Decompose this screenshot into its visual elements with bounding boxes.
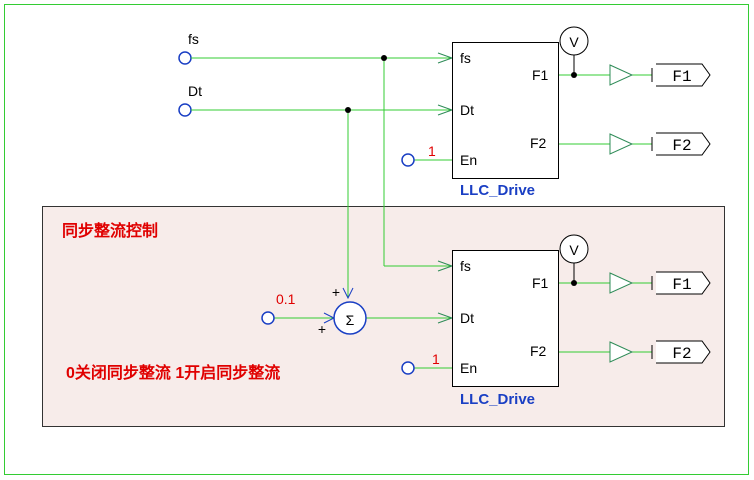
block1-port-f1: F1 [532, 67, 549, 83]
block1-port-fs: fs [460, 50, 471, 66]
block1-voltmeter-label: V [569, 34, 579, 50]
input-dt-label: Dt [188, 83, 202, 99]
block1-tag-f2[interactable]: F2 [651, 132, 711, 156]
block2-port-dt: Dt [460, 310, 474, 326]
const-value: 0.1 [276, 291, 296, 307]
block2-voltmeter-label: V [569, 242, 579, 258]
llc-drive-block-2[interactable]: fs Dt En F1 F2 LLC_Drive [452, 250, 559, 409]
block2-port-f2: F2 [530, 343, 547, 359]
block1-buffer-f1 [609, 64, 634, 86]
block1-tag-f2-label: F2 [672, 137, 691, 155]
region-note: 0关闭同步整流 1开启同步整流 [66, 363, 280, 382]
summing-junction[interactable]: Σ + + [318, 284, 367, 337]
input-dt[interactable]: Dt [178, 83, 202, 117]
block2-en-value: 1 [432, 351, 440, 367]
block1-port-dt: Dt [460, 102, 474, 118]
input-fs-label: fs [188, 31, 199, 47]
block1-port-en: En [460, 152, 477, 168]
region-title: 同步整流控制 [62, 221, 158, 240]
block1-name: LLC_Drive [460, 182, 535, 199]
block2-buffer-f2 [609, 341, 634, 363]
input-fs[interactable]: fs [178, 31, 199, 65]
block2-tag-f1[interactable]: F1 [651, 271, 711, 295]
block1-port-f2: F2 [530, 135, 547, 151]
block2-en-input[interactable]: 1 [401, 351, 440, 375]
block1-tag-f1[interactable]: F1 [651, 63, 711, 87]
const-input[interactable]: 0.1 [261, 291, 296, 325]
block1-tag-f1-label: F1 [672, 68, 691, 86]
block2-tag-f1-label: F1 [672, 276, 691, 294]
llc-drive-block-1[interactable]: fs Dt En F1 F2 LLC_Drive [452, 42, 559, 200]
block2-name: LLC_Drive [460, 391, 535, 408]
schematic-border [4, 4, 749, 475]
block2-port-fs: fs [460, 258, 471, 274]
block1-buffer-f2 [609, 133, 634, 155]
block2-port-f1: F1 [532, 275, 549, 291]
summer-sign-top: + [332, 284, 340, 300]
block2-tag-f2-label: F2 [672, 345, 691, 363]
wires [191, 57, 652, 369]
block2-voltmeter[interactable]: V [559, 234, 589, 283]
block1-en-input[interactable]: 1 [401, 143, 436, 167]
block2-tag-f2[interactable]: F2 [651, 340, 711, 364]
block1-en-value: 1 [428, 143, 436, 159]
block1-voltmeter[interactable]: V [559, 26, 589, 75]
summer-symbol: Σ [346, 312, 355, 328]
block2-buffer-f1 [609, 272, 634, 294]
summer-sign-left: + [318, 321, 326, 337]
block2-port-en: En [460, 360, 477, 376]
